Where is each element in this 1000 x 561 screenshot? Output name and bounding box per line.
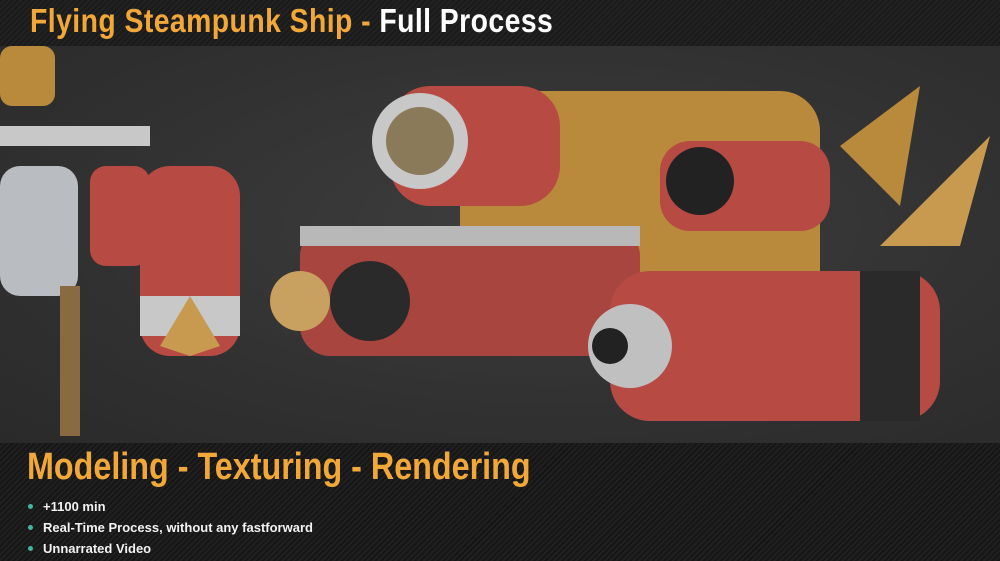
bullet-icon: [28, 504, 33, 509]
list-item: +1100 min: [28, 496, 313, 517]
ship-front-view: [0, 46, 240, 436]
ship-side-view: [270, 86, 990, 421]
title-bar: Flying Steampunk Ship - Full Process: [0, 0, 1000, 46]
subtitle: Modeling - Texturing - Rendering: [27, 446, 531, 488]
steampunk-ship-illustration: [0, 46, 990, 436]
bullet-icon: [28, 546, 33, 551]
list-item: Real-Time Process, without any fastforwa…: [28, 517, 313, 538]
bullet-icon: [28, 525, 33, 530]
list-item: Unnarrated Video: [28, 538, 313, 559]
info-panel: [0, 443, 1000, 561]
page-title: Flying Steampunk Ship - Full Process: [30, 2, 554, 39]
ship-render: [0, 46, 1000, 443]
feature-list: +1100 min Real-Time Process, without any…: [28, 496, 313, 559]
